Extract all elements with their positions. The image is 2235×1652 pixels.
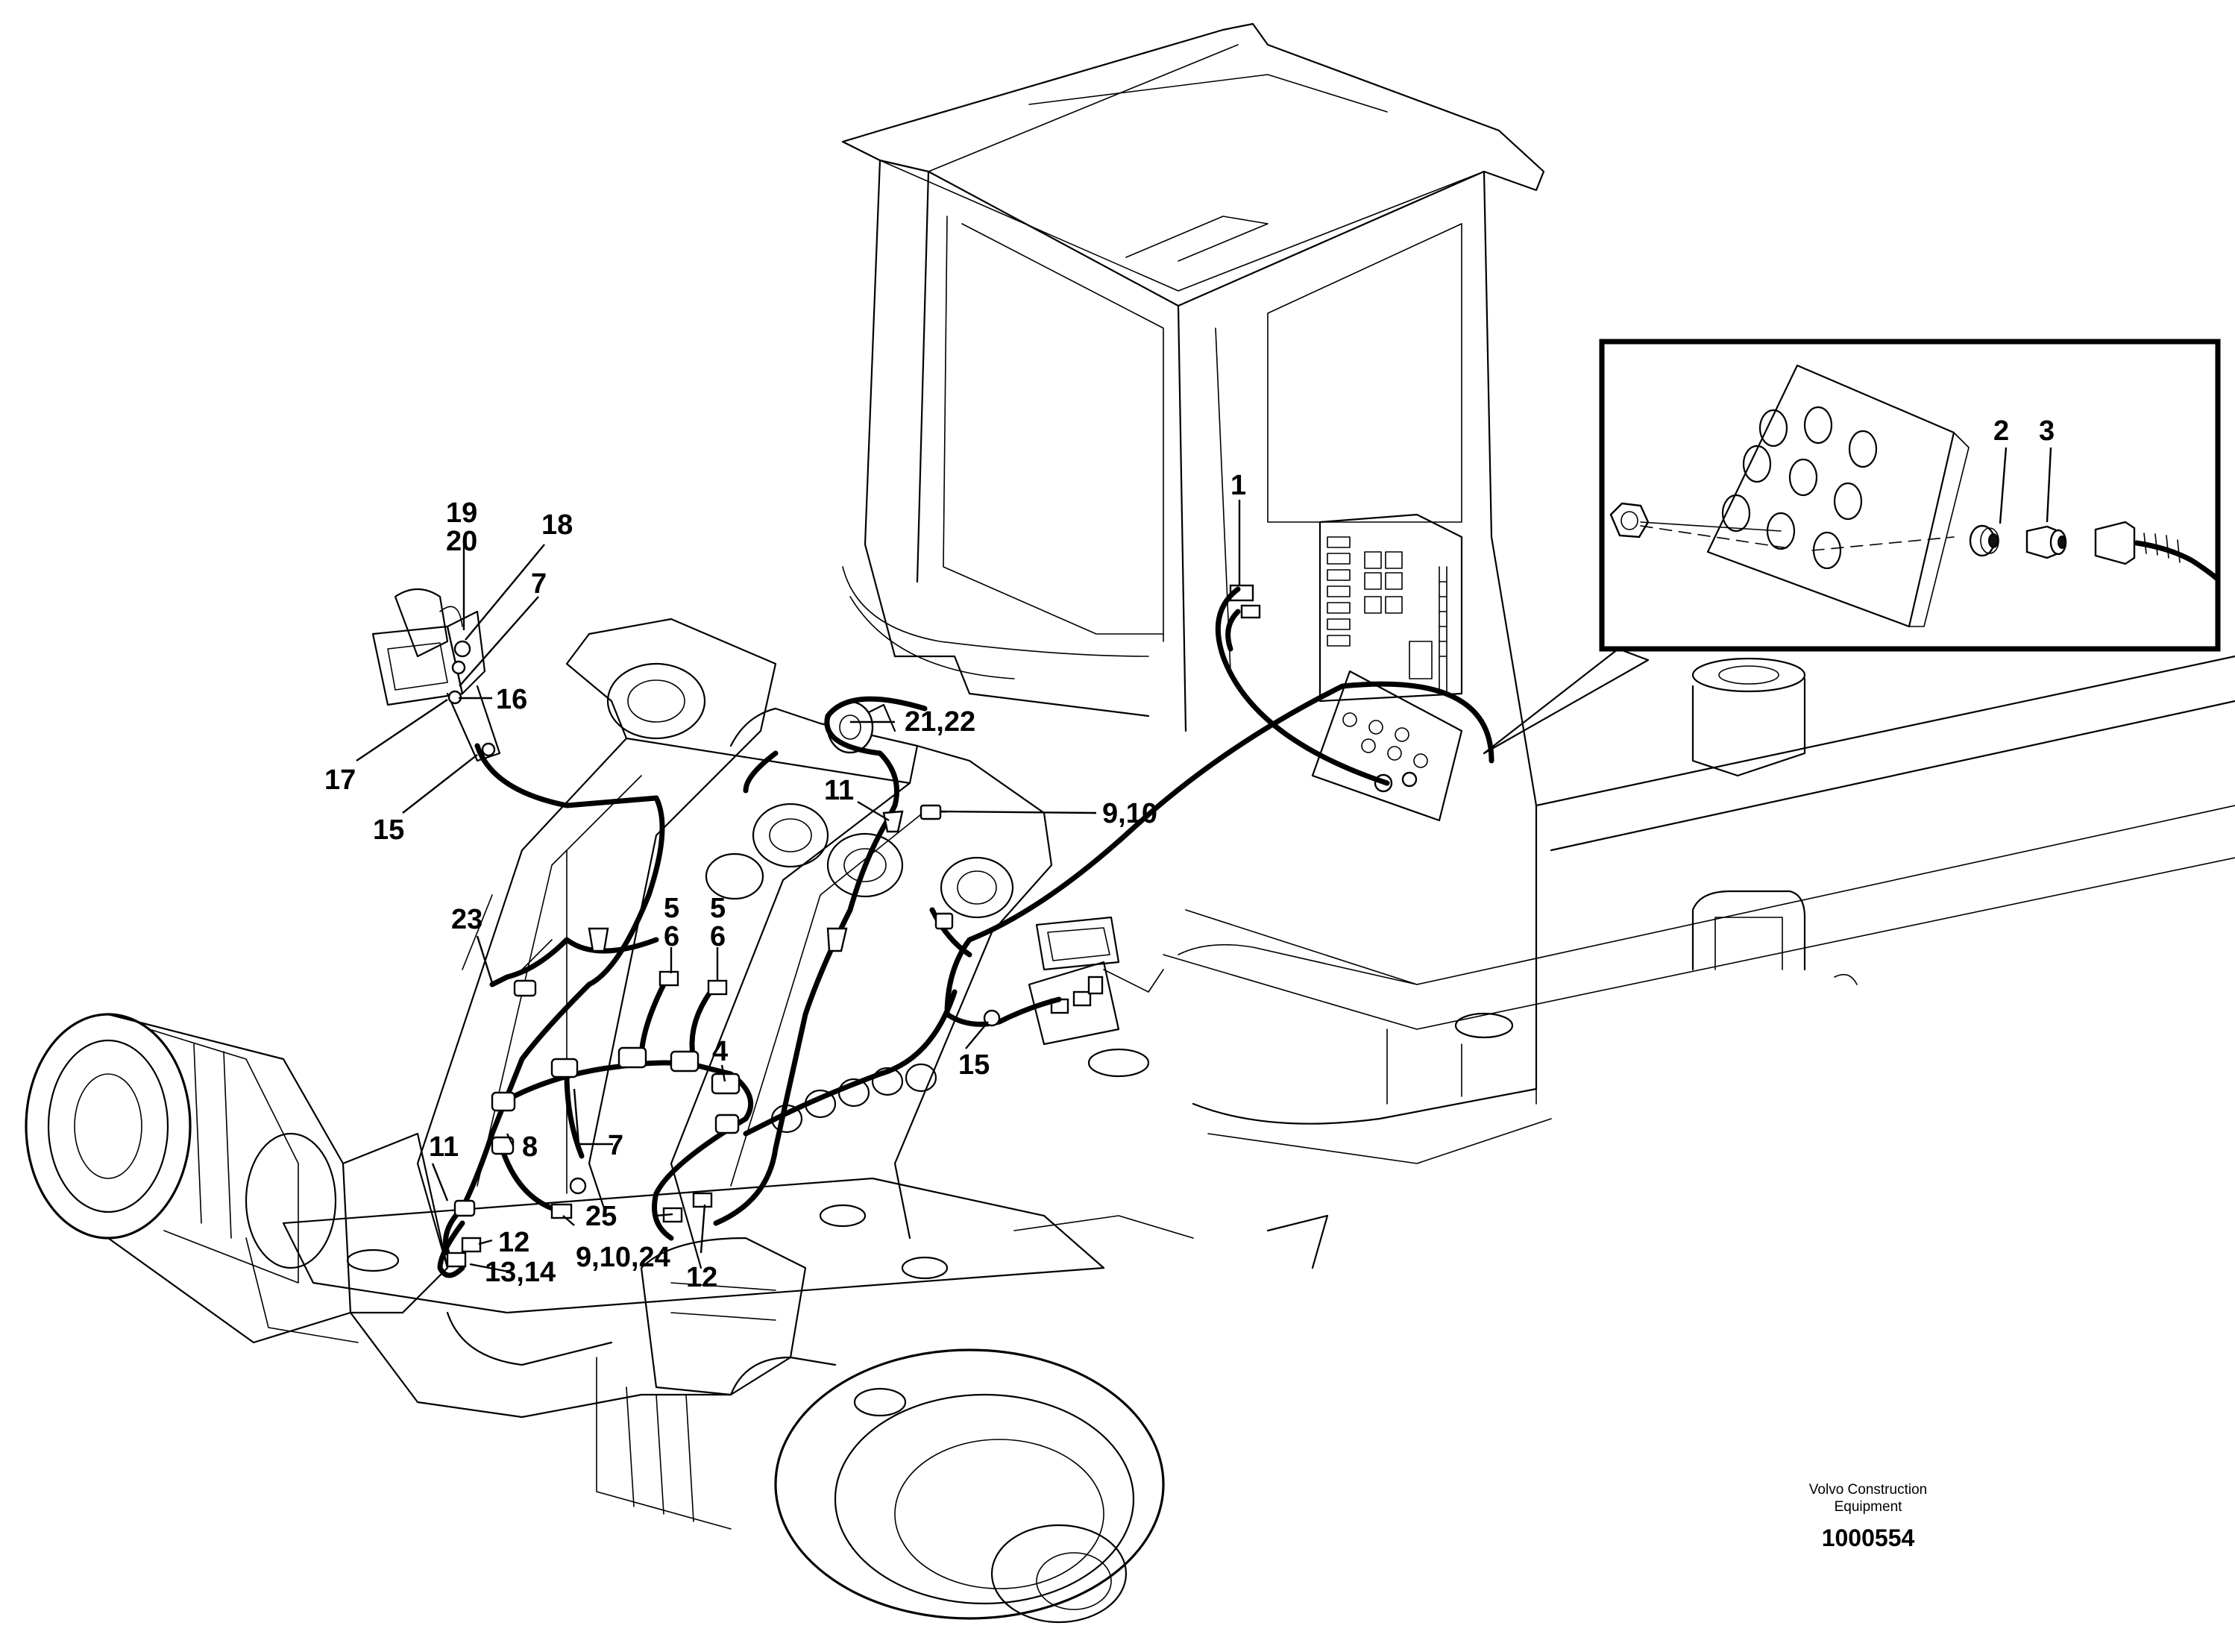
front-frame — [282, 618, 1105, 1314]
callout-4: 4 — [712, 1036, 728, 1067]
callout-1: 1 — [1230, 470, 1246, 501]
callout-5a: 5 — [664, 893, 679, 924]
callout-5b: 5 — [710, 893, 726, 924]
callout-leaders — [356, 500, 1241, 1273]
callout-13-14: 13,14 — [485, 1257, 556, 1288]
callout-18: 18 — [541, 509, 573, 541]
callout-15-right: 15 — [958, 1049, 990, 1081]
front-axle — [25, 1013, 1165, 1624]
callout-20: 20 — [446, 526, 477, 557]
callout-21-22: 21,22 — [905, 706, 975, 738]
callout-6b: 6 — [710, 921, 726, 952]
rear-light-bracket — [1028, 916, 1120, 1046]
document-number: 1000554 — [1822, 1524, 1915, 1551]
fuse-relay-panel — [1229, 513, 1463, 703]
rear-frame — [893, 655, 2235, 1269]
callout-2: 2 — [1993, 415, 2009, 447]
callout-9-10: 9,10 — [1102, 798, 1157, 829]
callout-12-bottom: 12 — [686, 1262, 717, 1293]
callout-3: 3 — [2039, 415, 2055, 447]
callout-9-10-24: 9,10,24 — [576, 1242, 670, 1273]
footer-branding: Volvo Construction Equipment 1000554 — [1809, 1482, 1927, 1551]
cab-outline — [841, 22, 1545, 807]
callout-6a: 6 — [664, 921, 679, 952]
callout-labels: 1 2 3 4 5 6 5 6 7 7 8 9,10 9,10,24 11 11… — [324, 415, 2055, 1293]
callout-23: 23 — [451, 904, 482, 935]
callout-17: 17 — [324, 764, 356, 796]
callout-25: 25 — [585, 1201, 617, 1232]
work-light-assembly — [371, 588, 501, 762]
callout-15-light: 15 — [373, 814, 404, 846]
callout-11-top: 11 — [824, 775, 854, 806]
callout-8: 8 — [522, 1131, 538, 1163]
wiring-harness — [437, 586, 1494, 1278]
callout-7-light: 7 — [531, 568, 547, 600]
callout-7-center: 7 — [608, 1130, 623, 1161]
callout-19: 19 — [446, 497, 477, 529]
inset-detail — [1483, 339, 2221, 755]
callout-11-left: 11 — [429, 1131, 459, 1163]
brand-line-1: Volvo Construction — [1809, 1482, 1927, 1498]
callout-16: 16 — [496, 684, 527, 715]
brand-line-2: Equipment — [1835, 1499, 1903, 1515]
inset-frame — [1599, 339, 2221, 652]
callout-12-left: 12 — [498, 1227, 529, 1258]
